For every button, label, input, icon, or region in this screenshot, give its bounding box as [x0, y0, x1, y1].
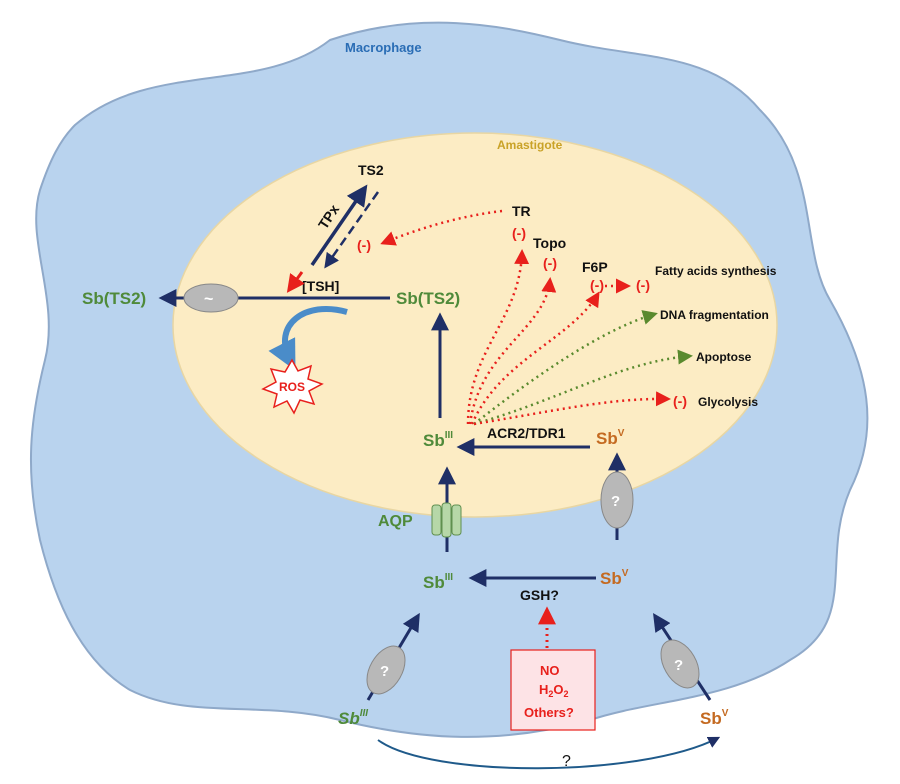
tpx-arrow-down	[324, 191, 380, 269]
tsh-label: [TSH]	[302, 278, 339, 294]
tsh-to-ros-arrow	[268, 305, 348, 371]
sb-ts2-outside-label: Sb(TS2)	[82, 289, 146, 308]
sb-to-topo-arrow	[468, 277, 557, 425]
h2o2-label: H2O2	[539, 682, 569, 699]
f6p-inhibition: (-)	[590, 277, 604, 293]
tr-label: TR	[512, 203, 531, 219]
sbv-transporter-amastigote	[600, 471, 634, 529]
fatty-acids-label: Fatty acids synthesis	[655, 264, 777, 278]
sb-to-apoptose-arrow	[473, 349, 693, 426]
amastigote-label: Amastigote	[497, 138, 563, 152]
gsh-label: GSH?	[520, 587, 559, 603]
sbiii-macrophage-label: SbIII	[423, 572, 453, 592]
topo-inhibition: (-)	[543, 255, 557, 271]
sb-effect-arrows	[466, 249, 693, 426]
tpx-arrow-up	[310, 184, 368, 266]
apoptose-label: Apoptose	[696, 350, 752, 364]
tr-to-tpx-arrow	[380, 209, 503, 246]
f6p-label: F6P	[582, 259, 608, 275]
topo-label: Topo	[533, 235, 566, 251]
dna-fragmentation-label: DNA fragmentation	[660, 308, 769, 322]
sbv-macrophage-label: SbV	[600, 568, 629, 588]
aqp-label: AQP	[378, 513, 413, 530]
sbv-transporter-question: ?	[611, 493, 620, 510]
sbv-transporter-question: ?	[674, 657, 683, 674]
glycolysis-label: Glycolysis	[698, 395, 758, 409]
aqp-channel-icon	[431, 502, 462, 538]
export-transporter	[183, 283, 239, 313]
extracellular-conversion-arrow	[377, 736, 721, 770]
sbiii-extracellular-label: SbIII	[338, 708, 368, 728]
sb-ts2-inside-label: Sb(TS2)	[396, 289, 460, 308]
sbv-extracellular-label: SbV	[700, 708, 729, 728]
sbv-inside-label: SbV	[596, 428, 625, 448]
sbiii-inside-label: SbIII	[423, 430, 453, 450]
sb-to-glycolysis-arrow	[473, 391, 671, 426]
tsh-decrease-arrow	[286, 271, 305, 293]
stress-factors-box	[510, 649, 596, 731]
glycolysis-inhibition: (-)	[673, 393, 687, 409]
fatty-acids-inhibition: (-)	[636, 277, 650, 293]
sbiii-transporter-macrophage	[366, 645, 406, 695]
tr-inhibition: (-)	[512, 225, 526, 241]
sbv-transporter-macrophage	[660, 639, 700, 689]
others-label: Others?	[524, 705, 574, 720]
sbiii-transporter-question: ?	[380, 663, 389, 680]
acr2-tdr1-label: ACR2/TDR1	[487, 425, 566, 441]
tpx-inhibition: (-)	[357, 237, 371, 253]
tilde-icon: ~	[204, 291, 213, 308]
sb-to-tr-arrow	[466, 249, 530, 425]
macrophage-label: Macrophage	[345, 40, 422, 55]
amastigote-cell	[172, 132, 778, 518]
no-label: NO	[540, 663, 560, 678]
sb-to-f6p-arrow	[470, 291, 600, 425]
ros-burst-icon	[261, 358, 324, 415]
ros-label: ROS	[279, 380, 305, 394]
extracellular-conversion-question: ?	[562, 753, 571, 770]
ts2-label: TS2	[358, 162, 384, 178]
